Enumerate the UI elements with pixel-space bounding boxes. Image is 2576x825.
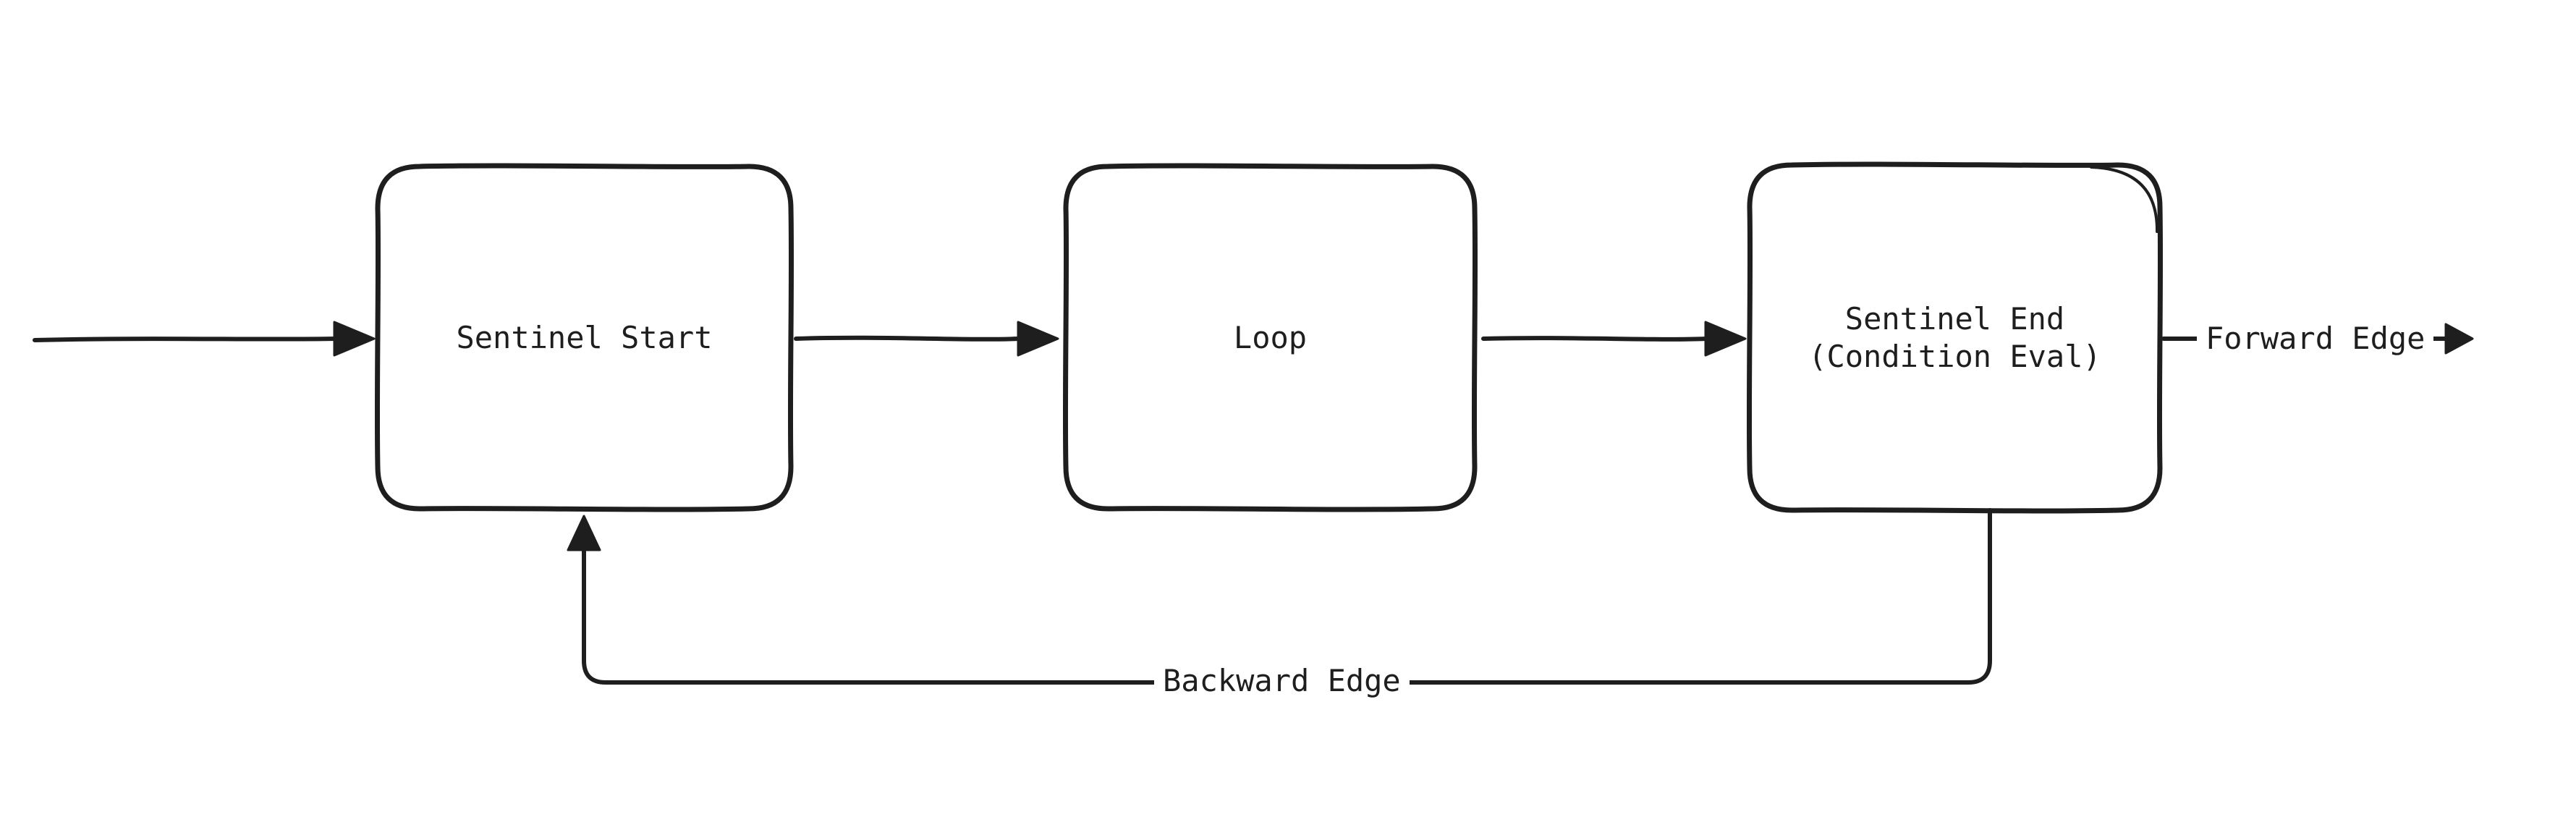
start-to-loop-arrowhead [1017,321,1059,357]
entry-arrowhead [333,321,376,357]
backward-edge-line [582,508,1992,685]
backward-edge-label: Backward Edge [1154,661,1410,701]
node-loop: Loop [1066,166,1475,509]
node-label: Loop [1233,319,1308,355]
forward-edge-label: Forward Edge [2197,318,2434,359]
entry-arrow-line [33,337,338,342]
forward-edge-arrowhead [2444,323,2474,355]
node-box-sentinel-end [1746,161,2164,514]
node-box-sentinel-end-sketch-line [2090,166,2159,233]
start-to-loop-arrow-line [794,335,1021,342]
loop-to-end-arrow-line [1481,336,1708,342]
node-box-sentinel-start [374,163,795,512]
node-label: Sentinel Start [456,319,713,355]
node-sentinel-start: Sentinel Start [378,166,791,509]
loop-to-end-arrowhead [1704,321,1747,357]
node-label: (Condition Eval) [1808,338,2101,374]
node-label: Sentinel End [1844,300,2065,337]
node-box-loop [1062,163,1478,512]
backward-edge-arrowhead [567,515,601,551]
node-sentinel-end: Sentinel End (Condition Eval) [1750,165,2160,510]
